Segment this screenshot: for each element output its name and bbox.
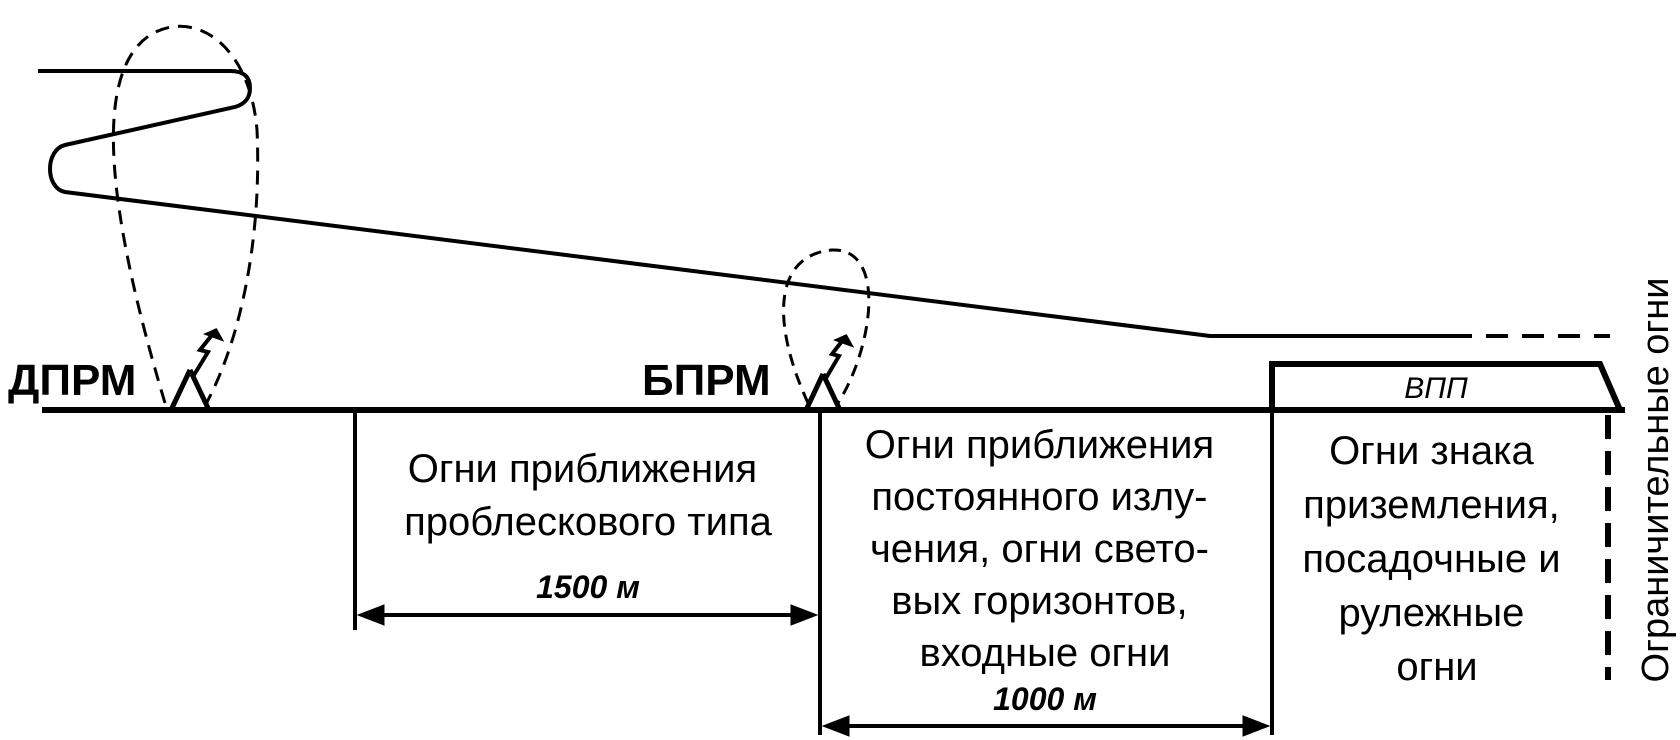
limit-lights-label: Ограничительные огни [1635,278,1677,683]
bprm-label: БПРМ [642,356,771,405]
runway-lights-description: Огни знака приземления, посадочные и рул… [1302,429,1571,689]
distance-label-1500: 1500 м [536,569,640,605]
dprm-label: ДПРМ [8,356,136,405]
runway-outline [1269,361,1623,412]
distance-arrow-1000 [821,715,1271,737]
flashing-zone-description: Огни приближения проблескового типа [404,447,772,544]
bprm-radiation-lobe [782,248,871,404]
runway-label: ВПП [1404,372,1468,405]
distance-arrow-1500 [356,604,819,626]
steady-zone-description: Огни приближения постоянного излу- чения… [865,423,1226,675]
dprm-radiation-lobe [111,24,260,404]
antenna-icon [169,328,225,410]
distance-label-1000: 1000 м [993,681,1097,717]
flight-path [38,69,1450,338]
antenna-icon [804,334,855,410]
